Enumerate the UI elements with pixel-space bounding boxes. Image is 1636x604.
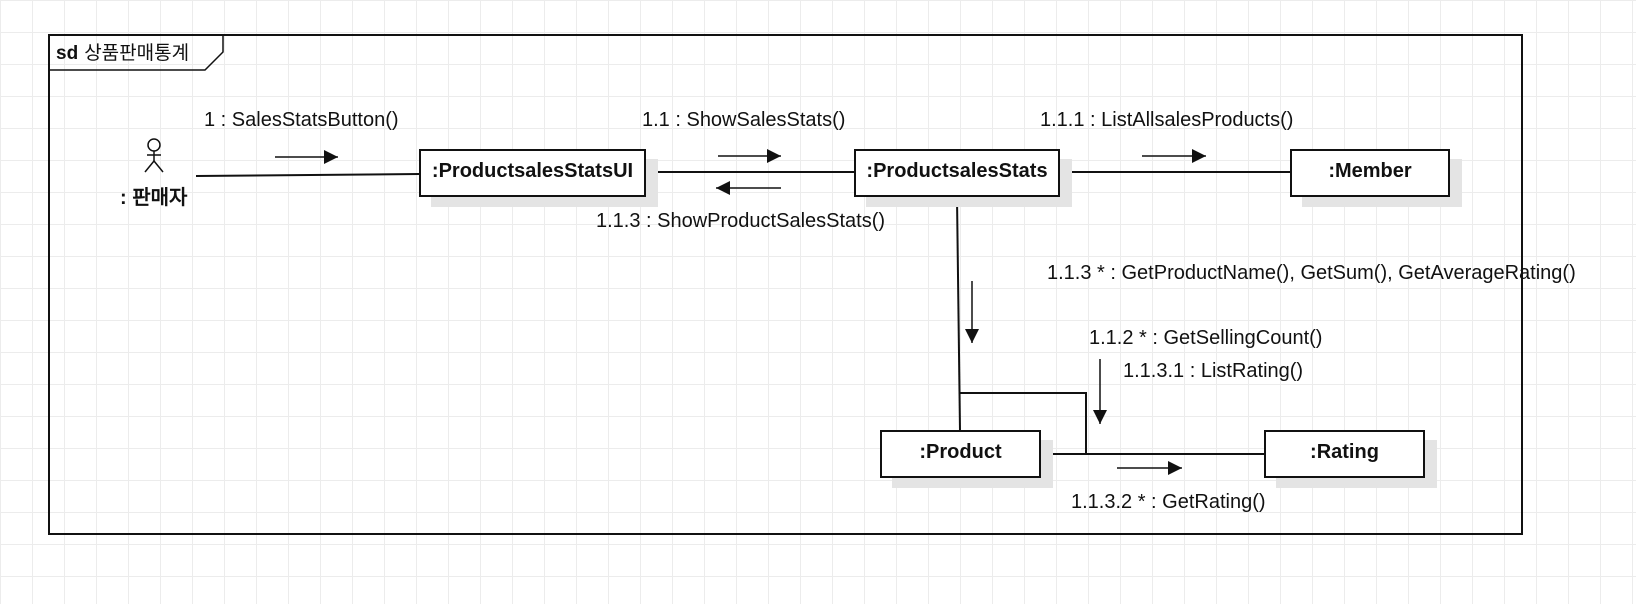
link-product-self — [960, 392, 1087, 454]
link-stats-product — [956, 197, 961, 432]
message-label-m1-1-2: 1.1.2 * : GetSellingCount() — [1089, 327, 1323, 349]
link-actor-ui — [195, 173, 421, 177]
stick-figure-icon — [144, 138, 164, 173]
message-label-m1-1-3-2: 1.1.3.2 * : GetRating() — [1071, 491, 1266, 513]
message-label-m1-1-3-star: 1.1.3 * : GetProductName(), GetSum(), Ge… — [1047, 262, 1576, 284]
object-productsalesstatsui[interactable]: :ProductsalesStatsUI — [419, 149, 646, 197]
message-label-m1-1-3-return: 1.1.3 : ShowProductSalesStats() — [596, 210, 886, 232]
frame-keyword: sd — [56, 43, 79, 64]
message-label-m1: 1 : SalesStatsButton() — [204, 109, 399, 131]
message-label-m1-1: 1.1 : ShowSalesStats() — [642, 109, 846, 131]
message-label-m1-1-1: 1.1.1 : ListAllsalesProducts() — [1040, 109, 1294, 131]
message-label-m1-1-3-1: 1.1.3.1 : ListRating() — [1123, 360, 1304, 382]
object-product[interactable]: :Product — [880, 430, 1041, 478]
object-rating[interactable]: :Rating — [1264, 430, 1425, 478]
frame-title: 상품판매통계 — [84, 43, 190, 64]
object-member[interactable]: :Member — [1290, 149, 1450, 197]
object-productsalesstats[interactable]: :ProductsalesStats — [854, 149, 1060, 197]
frame-tag-border — [49, 35, 224, 71]
actor-label: : 판매자 — [120, 187, 188, 209]
frame-border — [48, 34, 1523, 535]
